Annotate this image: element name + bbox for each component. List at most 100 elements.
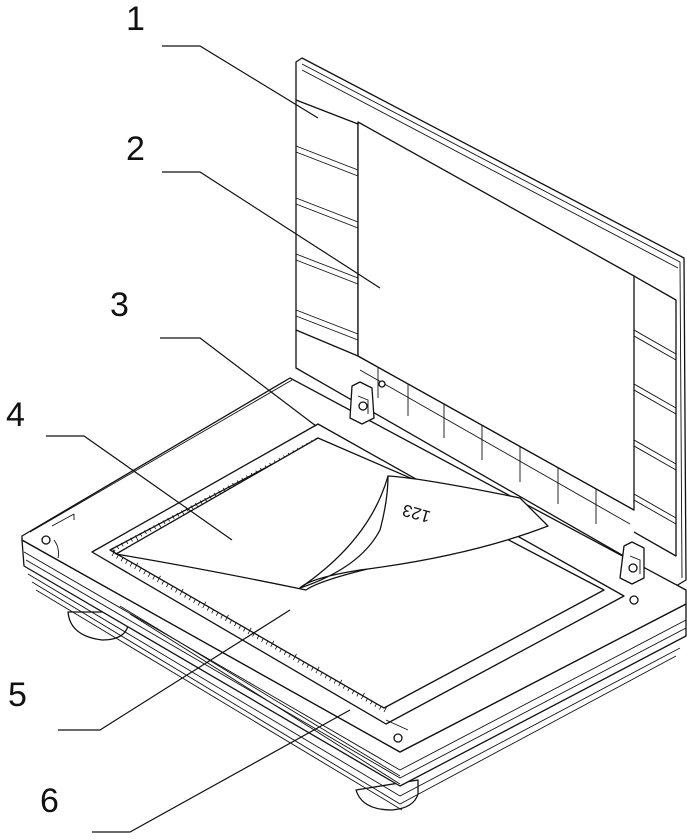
ruler-tick [374,703,378,707]
leader-3 [160,337,317,427]
ruler-tick [215,612,219,616]
callout-6: 6 [40,782,59,820]
ruler-tick [252,632,255,637]
ruler-tick [120,542,124,547]
lid-hinge-right [619,541,645,585]
ruler-tick [329,677,332,681]
ruler-tick [283,651,287,655]
callout-leaders [46,45,381,833]
ruler-tick [256,635,260,640]
ruler-tick [176,512,180,517]
ruler-tick [338,679,343,687]
leader-5 [58,609,291,731]
ruler-tick [270,640,275,648]
ruler-tick [143,570,146,575]
ruler-tick [365,697,369,702]
ruler-tick [195,502,198,507]
ruler-tick [211,609,214,614]
document-pad [357,121,635,511]
ruler-tick [360,692,365,700]
ruler-tick [234,622,237,627]
ruler-tick [125,540,129,545]
ruler-tick [144,530,147,535]
callout-numbers: 1 2 3 4 5 6 [6,0,145,820]
ruler-ticks [111,437,388,713]
ruler-tick [130,537,133,542]
callout-3: 3 [110,286,129,324]
callout-1: 1 [126,0,145,38]
ruler-tick [351,690,355,694]
callout-5: 5 [8,676,27,714]
ruler-tick [152,575,155,580]
ruler-tick [379,705,382,710]
ruler-tick [247,627,252,635]
leader-1 [162,45,319,119]
ruler-tick [111,547,116,555]
ruler-tick [175,588,178,593]
ruler-tick [116,545,119,550]
leader-4 [46,435,233,541]
ruler-tick [261,638,264,642]
ruler-tick [292,653,297,661]
leader-2 [162,171,381,289]
callout-2: 2 [126,130,145,168]
ruler-tick [147,573,151,577]
ruler-tick [279,648,282,653]
ruler-tick [170,586,174,590]
ruler-tick [297,658,301,663]
ruler-tick [193,599,196,603]
ruler-tick [229,619,233,624]
ruler-tick [324,674,328,679]
ruler-tick [288,653,291,658]
ruler-tick [179,588,184,596]
ruler-tick [171,515,175,520]
ruler-tick [188,596,192,601]
ruler-tick [315,666,320,674]
ruler-tick [125,560,128,564]
ruler-tick [161,580,165,585]
ruler-tick [199,500,203,505]
ruler-tick [342,684,346,689]
ruler-tick [167,517,170,522]
ruler-tick [129,562,133,567]
ruler-tick [134,562,139,570]
ruler-tick [333,679,337,684]
ruler-tick [190,505,194,510]
ruler-tick [220,614,223,619]
leader-6 [92,709,351,833]
ruler-tick [347,687,350,692]
ruler-tick [116,554,119,559]
ruler-tick [197,601,201,606]
ruler-tick [162,520,166,525]
ruler-tick [120,557,124,562]
ruler-tick [153,525,157,530]
ruler-tick [383,705,388,713]
ruler-tick [370,700,373,705]
ruler-tick [111,549,116,557]
ruler-tick [202,601,207,609]
ruler-tick [139,532,143,537]
ruler-tick [243,627,246,632]
ruler-tick [311,666,314,671]
ruler-tick [148,527,152,532]
ruler-tick [320,671,323,676]
ruler-tick [265,640,269,645]
ruler-tick [306,664,310,668]
scanner-lid [295,57,687,587]
ruler-tick [206,606,210,611]
callout-4: 4 [6,396,25,434]
ruler-tick [184,593,187,598]
ruler-tick [224,614,229,622]
ruler-tick [209,495,212,500]
lid-hinge-left [349,381,375,425]
ruler-tick [238,625,242,629]
ruler-tick [356,692,359,697]
ruler-tick [138,567,142,572]
ruler-tick [274,645,278,650]
ruler-tick [134,535,140,542]
document-sheet: 123 [115,437,549,591]
ruler-tick [213,492,217,497]
ruler-tick [156,575,161,583]
ruler-tick [166,583,169,588]
